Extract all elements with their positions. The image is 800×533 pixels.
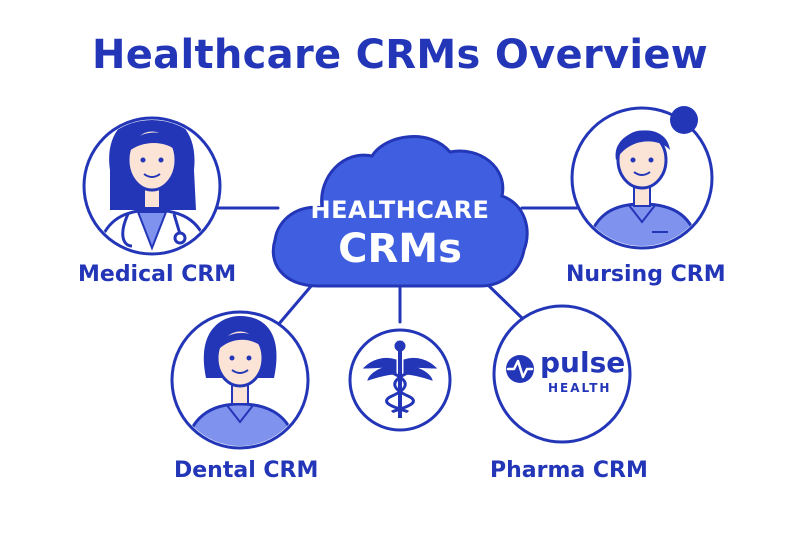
caduceus-node <box>348 328 452 432</box>
pulse-logo-word: pulse <box>540 346 626 379</box>
pulse-logo-subtitle: HEALTH <box>548 381 612 395</box>
caduceus-icon <box>362 340 438 418</box>
medical-node <box>82 116 222 256</box>
connector-lines <box>216 206 587 327</box>
connector-pharma <box>486 283 524 320</box>
pulse-logo-icon <box>506 355 534 383</box>
nurse-hair-bun <box>670 106 698 134</box>
center-title-line1: HEALTHCARE <box>310 196 490 224</box>
pharma-circle <box>492 304 632 444</box>
pharma-crm-label: Pharma CRM <box>490 458 648 483</box>
dental-crm-label: Dental CRM <box>174 458 319 483</box>
medical-crm-label: Medical CRM <box>78 262 237 287</box>
nursing-node <box>570 106 714 250</box>
center-title-line2: CRMs <box>338 226 462 272</box>
page-title: Healthcare CRMs Overview <box>91 32 709 78</box>
nursing-crm-label: Nursing CRM <box>566 262 726 287</box>
dental-node <box>170 310 310 450</box>
cloud-shape <box>271 135 529 288</box>
pharma-node <box>492 304 632 444</box>
connector-dental <box>276 283 314 327</box>
dental-person-illustration <box>182 316 300 446</box>
